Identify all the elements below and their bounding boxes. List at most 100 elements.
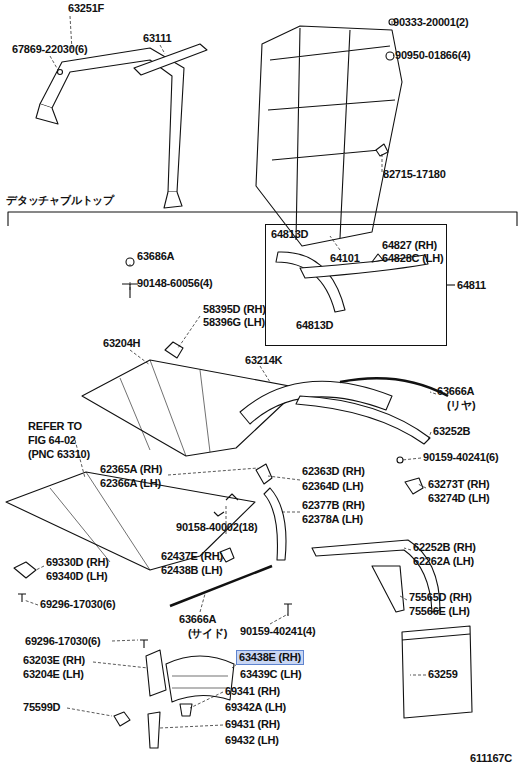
bracket <box>148 712 160 748</box>
part-number: (サイド) <box>188 627 227 640</box>
highlight-box: 63438E (RH) <box>236 650 304 665</box>
part-number: 90159-40241(6) <box>423 451 498 464</box>
latch <box>146 650 166 696</box>
leader-line <box>270 614 288 624</box>
part-number: 75565D (RH) <box>409 591 472 604</box>
part-number: 69296-17030(6) <box>40 598 115 611</box>
storage-bag <box>402 626 472 718</box>
part-number: 62262A (LH) <box>413 555 474 568</box>
leader-line <box>392 19 393 24</box>
weatherstrip <box>372 566 404 612</box>
trim-cover <box>166 656 234 702</box>
panel-seam <box>120 360 210 456</box>
part-number: 69340D (LH) <box>46 570 107 583</box>
clip <box>58 70 63 75</box>
part-number: 63214K <box>245 354 282 367</box>
leader-line <box>260 366 270 382</box>
part-number: 63252B <box>433 425 470 438</box>
leader-line <box>93 662 148 668</box>
part-number: 64828C (LH) <box>382 252 443 265</box>
part-number: (リヤ) <box>447 399 476 412</box>
leader-line <box>382 152 383 172</box>
part-number: 75599D <box>23 701 60 714</box>
leader-line <box>130 282 131 290</box>
part-number: 75566E (LH) <box>409 605 470 618</box>
part-number: 63666A <box>179 613 216 626</box>
part-number: 69296-17030(6) <box>25 635 100 648</box>
part-number: 62364D (LH) <box>302 480 363 493</box>
leader-line <box>430 392 436 394</box>
leader-line <box>393 55 394 56</box>
screw <box>18 594 26 602</box>
part-number: 63666A <box>437 385 474 398</box>
part-number: 64813D <box>296 319 333 332</box>
part-number: 63438E (RH) <box>239 651 301 664</box>
grommet <box>386 52 394 60</box>
seal-strip <box>296 396 430 444</box>
part-number: 69431 (RH) <box>225 718 280 731</box>
weatherstrip <box>134 44 207 75</box>
part-number: 69432 (LH) <box>225 734 279 747</box>
leader-line <box>130 350 150 365</box>
leader-line <box>282 512 300 513</box>
latch <box>165 342 183 358</box>
part-number: 63686A <box>137 250 174 263</box>
part-number: 82715-17180 <box>383 168 446 181</box>
part-number: 62366A (LH) <box>100 477 161 490</box>
part-number: 90950-01866(4) <box>395 49 470 62</box>
leader-line <box>404 548 411 550</box>
leader-line <box>200 594 205 612</box>
part-number: FIG 64-02 <box>28 434 76 447</box>
leader-line <box>24 600 38 605</box>
cap <box>180 704 192 716</box>
part-number: 62378A (LH) <box>302 513 363 526</box>
screw <box>140 640 148 648</box>
part-number: 67869-22030(6) <box>12 43 87 56</box>
part-number: 58395D (RH) <box>203 303 266 316</box>
leader-line <box>402 458 421 460</box>
latch <box>405 478 423 494</box>
screw <box>397 457 403 463</box>
leader-line <box>400 596 407 600</box>
rear-panel <box>256 26 402 246</box>
leader-line <box>418 484 426 488</box>
part-number: 63251F <box>68 2 104 15</box>
leader-line <box>130 264 131 266</box>
part-number: 69330D (RH) <box>46 556 109 569</box>
part-number: 90158-40002(18) <box>176 521 257 534</box>
part-number: 62438B (LH) <box>161 564 222 577</box>
part-number: REFER TO <box>28 420 82 433</box>
leader-line <box>447 284 455 285</box>
part-number: 63274D (LH) <box>428 492 489 505</box>
bracket <box>256 464 272 484</box>
latch <box>14 562 36 578</box>
screw <box>122 284 138 298</box>
part-number: 62377B (RH) <box>302 499 365 512</box>
leader-line <box>178 316 200 348</box>
leader-line <box>160 45 165 54</box>
part-number: 62365A (RH) <box>100 463 162 476</box>
leader-line <box>168 468 258 475</box>
clip <box>372 254 383 262</box>
part-number: 69341 (RH) <box>225 685 280 698</box>
part-number: 63259 <box>428 668 458 681</box>
clip <box>126 258 134 266</box>
part-number: 64827 (RH) <box>382 239 437 252</box>
part-number: 611167C <box>470 752 512 765</box>
leader-line <box>50 56 58 70</box>
panel-rib <box>268 28 395 240</box>
part-number: 64811 <box>457 279 486 292</box>
leader-line <box>428 432 431 440</box>
part-number: 90333-20001(2) <box>393 16 468 29</box>
part-number: デタッチャブルトップ <box>6 194 114 207</box>
part-number: (PNC 63310) <box>28 448 90 461</box>
part-number: 63111 <box>143 32 171 45</box>
part-number: 62437E (RH) <box>161 550 223 563</box>
clip <box>114 712 130 726</box>
frame-foot <box>164 192 182 208</box>
roof-frame <box>40 48 184 192</box>
leader-lines <box>24 16 436 728</box>
part-number: 63204E (LH) <box>23 668 84 681</box>
seal-strip <box>264 488 286 560</box>
part-number: 58396G (LH) <box>203 316 265 329</box>
